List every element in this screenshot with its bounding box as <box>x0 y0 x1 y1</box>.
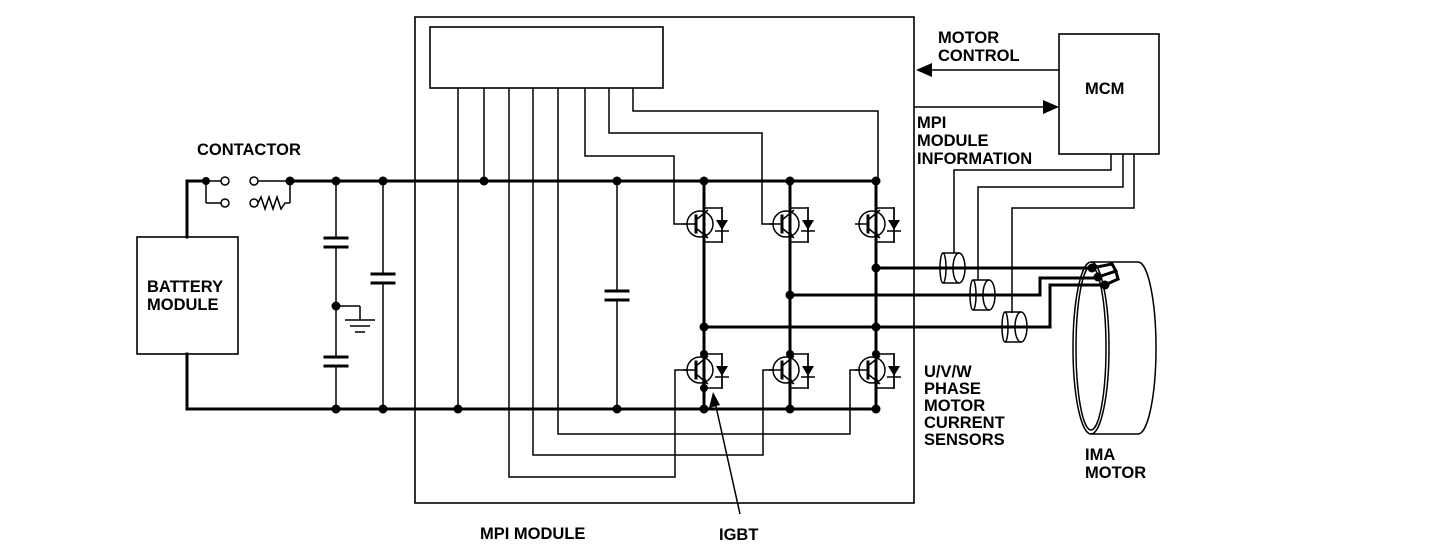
contactor-label: CONTACTOR <box>197 141 301 159</box>
sensors-label-line2: PHASE <box>924 380 981 398</box>
motor-control-arrow <box>916 63 1059 77</box>
ima-motor <box>1072 261 1157 435</box>
mpi-info-label-line2: MODULE <box>917 132 989 150</box>
dc-link-capacitor <box>604 176 630 414</box>
mpi-module-information-arrow <box>914 100 1059 114</box>
contactor-switch <box>202 176 295 212</box>
igbt-upper-u <box>681 206 730 244</box>
control-board-box <box>429 26 664 89</box>
igbt-lower-v <box>767 350 816 390</box>
mpi-info-label-line3: INFORMATION <box>917 150 1032 168</box>
mpi-info-label-line1: MPI <box>917 114 946 132</box>
current-sensors <box>939 154 1135 343</box>
igbt-upper-w <box>853 206 902 244</box>
igbt-upper-v <box>767 206 816 244</box>
ima-motor-label-line2: MOTOR <box>1085 464 1146 482</box>
sensors-label-line3: MOTOR <box>924 397 985 415</box>
mpi-module-label: MPI MODULE <box>480 525 585 543</box>
phase-output-lines <box>785 262 1120 329</box>
motor-control-label-line2: CONTROL <box>938 47 1020 65</box>
mpi-module-box <box>414 16 915 504</box>
igbt-lower-u <box>681 350 730 392</box>
igbt-pointer <box>709 392 741 515</box>
mcm-box <box>1058 33 1160 155</box>
input-capacitors <box>323 176 396 414</box>
ima-motor-label-line1: IMA <box>1085 446 1115 464</box>
igbt-lower-w <box>853 350 902 390</box>
control-signal-lines <box>453 88 879 478</box>
motor-control-label-line1: MOTOR <box>938 29 999 47</box>
igbt-label: IGBT <box>719 526 758 544</box>
sensors-label-line4: CURRENT <box>924 414 1005 432</box>
sensors-label-line5: SENSORS <box>924 431 1005 449</box>
sensors-label-line1: U/V/W <box>924 363 972 381</box>
battery-label-line1: BATTERY <box>147 278 223 296</box>
mcm-label: MCM <box>1085 80 1124 98</box>
battery-label-line2: MODULE <box>147 296 219 314</box>
